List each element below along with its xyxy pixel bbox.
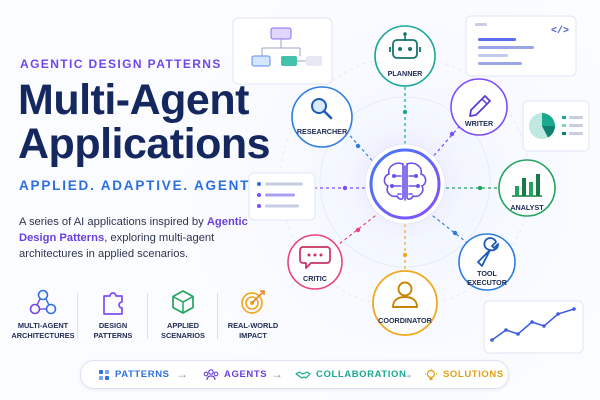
agent-coordinator[interactable]: COORDINATOR	[372, 270, 438, 336]
wrench-icon	[477, 237, 499, 267]
flow-step-solutions: SOLUTIONS	[424, 361, 504, 388]
robot-icon	[389, 32, 421, 59]
agent-writer[interactable]: WRITER	[450, 78, 508, 136]
divider	[147, 293, 148, 339]
flow-bar: PATTERNS → AGENTS → COLLABORATION →	[80, 360, 509, 389]
flow-step-agents: AGENTS	[203, 361, 267, 388]
agent-label: PLANNER	[388, 69, 424, 78]
agent-label: WRITER	[465, 119, 494, 128]
people-icon	[203, 368, 219, 380]
agent-label: RESEARCHER	[297, 127, 348, 136]
person-icon	[392, 281, 418, 308]
brain-hub	[364, 143, 446, 225]
flow-arrow: →	[271, 367, 283, 381]
magnifier-icon	[311, 98, 333, 120]
grid-icon	[99, 369, 109, 380]
flow-label: PATTERNS	[115, 369, 170, 380]
bar-chart-icon	[512, 174, 542, 197]
agent-label: TOOL	[477, 269, 497, 278]
agent-analyst[interactable]: ANALYST	[498, 159, 556, 217]
brain-circuit-icon	[383, 162, 427, 201]
flow-label: SOLUTIONS	[443, 369, 504, 380]
chat-bubble-icon	[299, 246, 331, 269]
flow-step-patterns: PATTERNS	[98, 361, 170, 388]
agent-label-2: EXECUTOR	[467, 278, 508, 287]
agent-planner[interactable]: PLANNER	[374, 25, 436, 87]
flow-step-collaboration: COLLABORATION	[295, 361, 406, 388]
description-part-2: , exploring multi-agent architectures in…	[19, 232, 215, 260]
flow-arrow: →	[176, 367, 188, 381]
divider	[77, 293, 78, 339]
description: A series of AI applications inspired by …	[19, 214, 264, 262]
agent-network-icon	[29, 289, 57, 315]
pie-card	[522, 100, 590, 152]
divider	[217, 293, 218, 339]
title-line-1: Multi-Agent	[18, 76, 249, 124]
description-part-1: A series of AI applications inspired by	[19, 216, 207, 228]
tagline: APPLIED. ADAPTIVE. AGENTIC.	[19, 178, 273, 193]
agent-tool-executor[interactable]: TOOL EXECUTOR	[458, 233, 516, 291]
lightbulb-icon	[425, 368, 437, 380]
pencil-icon	[469, 95, 491, 117]
flow-label: AGENTS	[224, 369, 268, 380]
puzzle-icon	[103, 292, 123, 315]
agent-critic[interactable]: CRITIC	[287, 234, 343, 290]
kicker-text: AGENTIC DESIGN PATTERNS	[20, 57, 222, 71]
code-symbol: </>	[551, 25, 569, 37]
code-card: </>	[465, 15, 577, 77]
title-line-2: Applications	[18, 120, 271, 168]
flow-arrow: →	[401, 367, 413, 381]
list-card	[248, 172, 316, 221]
agent-researcher[interactable]: RESEARCHER	[291, 86, 353, 148]
page-title: Multi-Agent Applications	[18, 76, 271, 168]
cube-icon	[172, 290, 194, 314]
agent-label: CRITIC	[303, 274, 327, 283]
line-chart-card	[483, 300, 584, 354]
agent-label: ANALYST	[510, 203, 544, 212]
description-emphasis: Agentic Design Patterns	[19, 216, 248, 244]
handshake-icon	[295, 370, 311, 379]
flow-label: COLLABORATION	[316, 369, 407, 380]
target-icon	[241, 290, 265, 314]
agent-label: COORDINATOR	[378, 316, 432, 325]
flow-card	[232, 17, 333, 85]
